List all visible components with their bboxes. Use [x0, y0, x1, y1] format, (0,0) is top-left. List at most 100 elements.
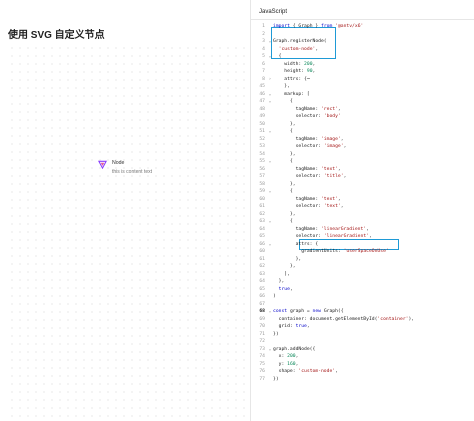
code-token: 160: [287, 361, 296, 367]
code-token: }): [273, 331, 279, 337]
line-number: 77: [259, 376, 265, 382]
code-line: tagName: 'text',: [273, 166, 341, 174]
code-token: ,: [337, 106, 341, 112]
code-token: from: [321, 24, 336, 29]
fold-collapse-icon[interactable]: ⌄: [268, 346, 272, 352]
line-number: 55: [259, 159, 265, 164]
line-number: 60: [259, 249, 265, 254]
code-token: {: [273, 54, 282, 59]
fold-collapse-icon[interactable]: ⌄: [268, 99, 272, 104]
code-token: gradientUnits:: [273, 249, 344, 254]
code-token: tagName:: [273, 136, 321, 142]
code-token: selector:: [273, 144, 324, 149]
code-token: },: [273, 264, 296, 269]
line-number: 65: [259, 286, 265, 292]
code-token: Graph.registerNode(: [273, 39, 327, 44]
code-token: },: [273, 181, 296, 187]
code-token: {: [273, 189, 293, 194]
line-number: 5: [262, 54, 265, 59]
line-number: 62: [259, 211, 265, 217]
code-token: 'custom-node': [278, 46, 316, 52]
code-line: },: [273, 121, 296, 129]
code-line: {: [273, 188, 293, 196]
line-number: 65: [259, 234, 265, 239]
tab-javascript[interactable]: JavaScript: [259, 9, 288, 15]
code-token: y:: [273, 361, 288, 367]
code-token: 90: [306, 69, 313, 74]
code-token: ,: [312, 61, 316, 67]
line-number: 8: [262, 76, 265, 82]
code-line: markup: [: [273, 91, 309, 99]
code-line: },: [273, 151, 296, 159]
line-number: 63: [259, 219, 265, 224]
code-line: },: [273, 181, 296, 189]
fold-collapse-icon[interactable]: ⌄: [268, 129, 272, 134]
line-number: 3: [262, 39, 265, 44]
node-title: Node: [112, 160, 125, 166]
panel-divider[interactable]: [250, 0, 251, 421]
line-number: 46: [259, 91, 265, 97]
fold-collapse-icon[interactable]: ⌄: [268, 39, 272, 44]
code-token: Graph({: [323, 309, 344, 314]
code-token: ,: [335, 369, 338, 374]
code-line: {: [273, 53, 282, 61]
fold-collapse-icon[interactable]: ⌄: [268, 91, 272, 97]
code-token: },: [273, 84, 290, 89]
demo-panel: 使用 SVG 自定义节点 Node this is content text: [8, 30, 248, 419]
fold-expand-icon[interactable]: ›: [268, 76, 272, 82]
code-token: selector:: [273, 204, 324, 209]
code-line: selector: 'image',: [273, 143, 347, 151]
code-token: tagName:: [273, 166, 321, 172]
fold-collapse-icon[interactable]: ⌄: [268, 309, 272, 314]
code-line: selector: 'title',: [273, 173, 347, 181]
code-token: ,: [368, 234, 372, 239]
code-token: ,: [340, 136, 344, 142]
custom-node[interactable]: Node this is content text: [98, 160, 218, 184]
code-token: 200: [287, 354, 296, 359]
code-line: grid: true,: [273, 323, 310, 331]
code-line: attrs: {⋯: [273, 76, 309, 84]
code-token: 'container': [377, 316, 409, 322]
code-token: ,: [295, 354, 299, 359]
fold-collapse-icon[interactable]: ⌄: [268, 159, 272, 164]
line-number: 58: [259, 181, 265, 187]
code-line: const graph = new Graph({: [273, 308, 344, 316]
code-token: true: [295, 324, 307, 329]
line-number: 47: [259, 99, 265, 104]
line-number: 53: [259, 144, 265, 149]
code-token: const: [273, 309, 290, 314]
fold-collapse-icon[interactable]: ⌄: [268, 189, 272, 194]
code-line: },: [273, 211, 296, 219]
code-token: graph.addNode({: [273, 346, 316, 352]
code-token: },: [273, 121, 296, 127]
code-token: height:: [273, 69, 307, 74]
code-line: attrs: {: [273, 241, 319, 249]
line-number: 61: [259, 204, 265, 209]
line-number: 76: [259, 369, 265, 374]
code-line: ],: [273, 271, 290, 279]
code-token: ,: [315, 46, 319, 52]
fold-collapse-icon[interactable]: ⌄: [268, 54, 272, 59]
code-token: tagName:: [273, 106, 321, 112]
line-number: 2: [262, 31, 265, 37]
code-token: tagName:: [273, 226, 321, 232]
code-token: ,: [343, 144, 347, 149]
code-token: width:: [273, 61, 305, 67]
line-number: 64: [259, 226, 265, 232]
highlight-box-register-node: [271, 27, 336, 59]
graph-canvas[interactable]: Node this is content text: [8, 44, 248, 419]
line-number: 52: [259, 136, 265, 142]
line-number: 48: [259, 106, 265, 112]
line-number: 74: [259, 354, 265, 359]
page-title: 使用 SVG 自定义节点: [8, 30, 105, 41]
code-token: ): [273, 294, 276, 299]
code-token: 'image': [320, 136, 341, 142]
code-token: ),: [408, 316, 415, 322]
code-line: y: 160,: [273, 361, 299, 369]
fold-collapse-icon[interactable]: ⌄: [268, 241, 272, 247]
line-number: 61: [259, 256, 265, 262]
code-token: 200: [304, 61, 313, 67]
fold-collapse-icon[interactable]: ⌄: [268, 219, 272, 224]
